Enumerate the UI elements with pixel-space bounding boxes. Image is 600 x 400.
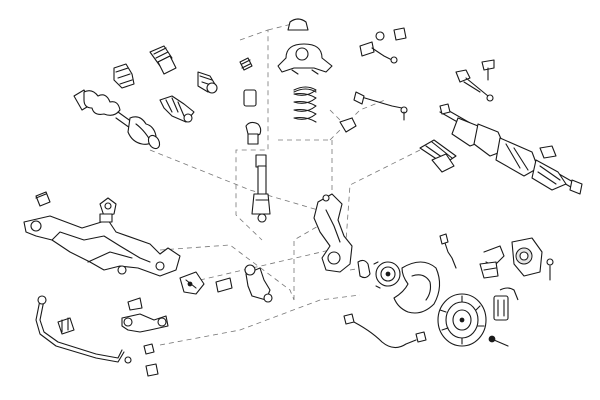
rack-bellows (419, 139, 457, 173)
coil-spring (293, 86, 317, 123)
brake-pads (493, 287, 519, 321)
lower-arm (121, 297, 169, 355)
strut-assembly (239, 57, 271, 223)
wheel-hub-carrier (313, 193, 353, 273)
bolt (488, 335, 509, 347)
tie-rod (339, 91, 408, 133)
steering-rack (439, 103, 583, 195)
stabilizer-bar (35, 295, 159, 377)
brake-disc-shield (393, 261, 441, 314)
drive-shaft (73, 89, 161, 150)
brake-caliper (479, 237, 554, 281)
control-arm (179, 264, 273, 303)
wheel-bearing-hub (357, 259, 401, 289)
abs-sensor (343, 233, 457, 349)
tie-rod-ends (455, 59, 495, 102)
strut-mount (277, 18, 333, 75)
cv-boot-set (113, 45, 218, 123)
ball-joint-top (359, 27, 407, 64)
subframe (23, 191, 181, 277)
shock-absorber (251, 154, 271, 223)
brake-disc (437, 293, 487, 347)
